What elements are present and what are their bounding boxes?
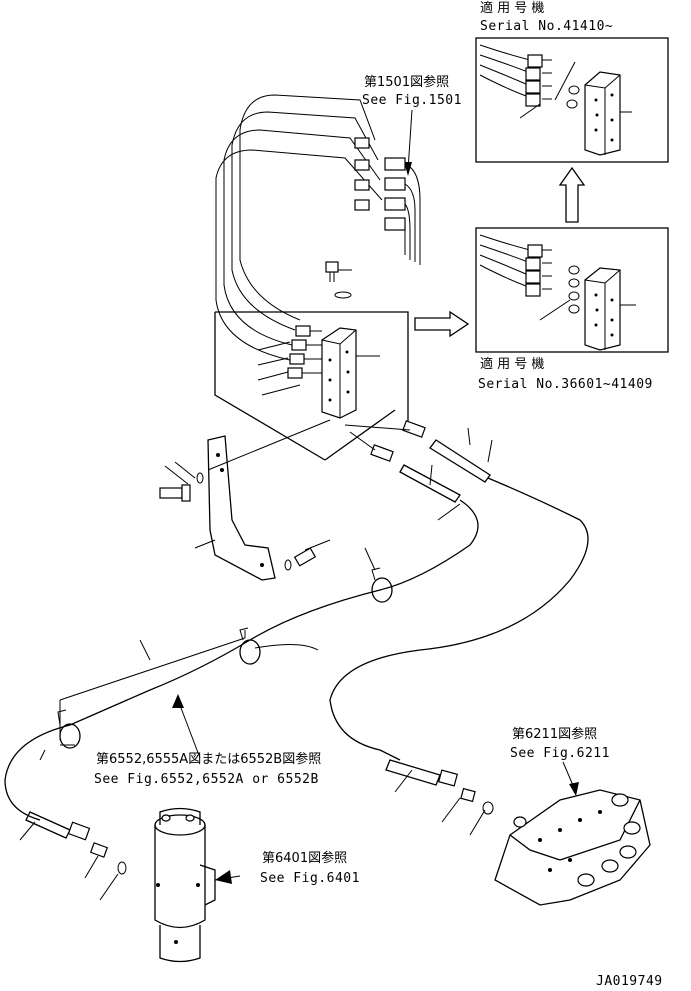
serial-top-label: Serial No.41410~ [480, 19, 613, 34]
ref-6211-jp-label: 第6211図参照 [512, 726, 597, 742]
serial-top-jp-label: 適 用 号 機 [480, 0, 544, 16]
ref-1501-leader [407, 109, 413, 171]
wire-harness [215, 94, 421, 361]
ref-6552-jp-label: 第6552,6555A図または6552B図参照 [96, 751, 321, 767]
ref-6211-label: See Fig.6211 [510, 746, 610, 761]
right-arrow [414, 310, 470, 338]
inset-box-mid [475, 227, 669, 353]
ref-6401-jp-label: 第6401図参照 [262, 850, 347, 866]
ref-6211-arrowhead [569, 782, 579, 796]
up-arrow [558, 166, 586, 223]
serial-mid-label: Serial No.36601~41409 [478, 377, 653, 392]
hose-fittings [344, 420, 493, 521]
valve-block [257, 325, 380, 419]
ref-6401-arrowhead [215, 870, 232, 884]
control-valve [385, 759, 651, 906]
detail-box [214, 311, 409, 461]
ref-6552-arrowhead [172, 694, 184, 708]
ref-1501-arrowhead [404, 162, 412, 176]
hose-right [329, 477, 589, 761]
inset-mid-valves [479, 234, 636, 351]
inset-box-top [475, 37, 669, 163]
serial-mid-jp-label: 適 用 号 機 [480, 356, 544, 372]
lower-left-fittings [19, 811, 127, 901]
top-bolt [325, 261, 352, 299]
ref-1501-label: See Fig.1501 [362, 93, 462, 108]
ref-6401-label: See Fig.6401 [260, 871, 360, 886]
drawing-id: JA019749 [596, 974, 663, 989]
mounting-bracket [159, 419, 331, 581]
ref-6552-label: See Fig.6552,6552A or 6552B [94, 772, 319, 787]
ref-1501-jp-label: 第1501図参照 [364, 74, 449, 90]
swivel-joint [154, 807, 216, 963]
ref-6552-leader [177, 699, 201, 759]
inset-top-valves [479, 44, 632, 156]
hose-clamps [39, 547, 393, 761]
